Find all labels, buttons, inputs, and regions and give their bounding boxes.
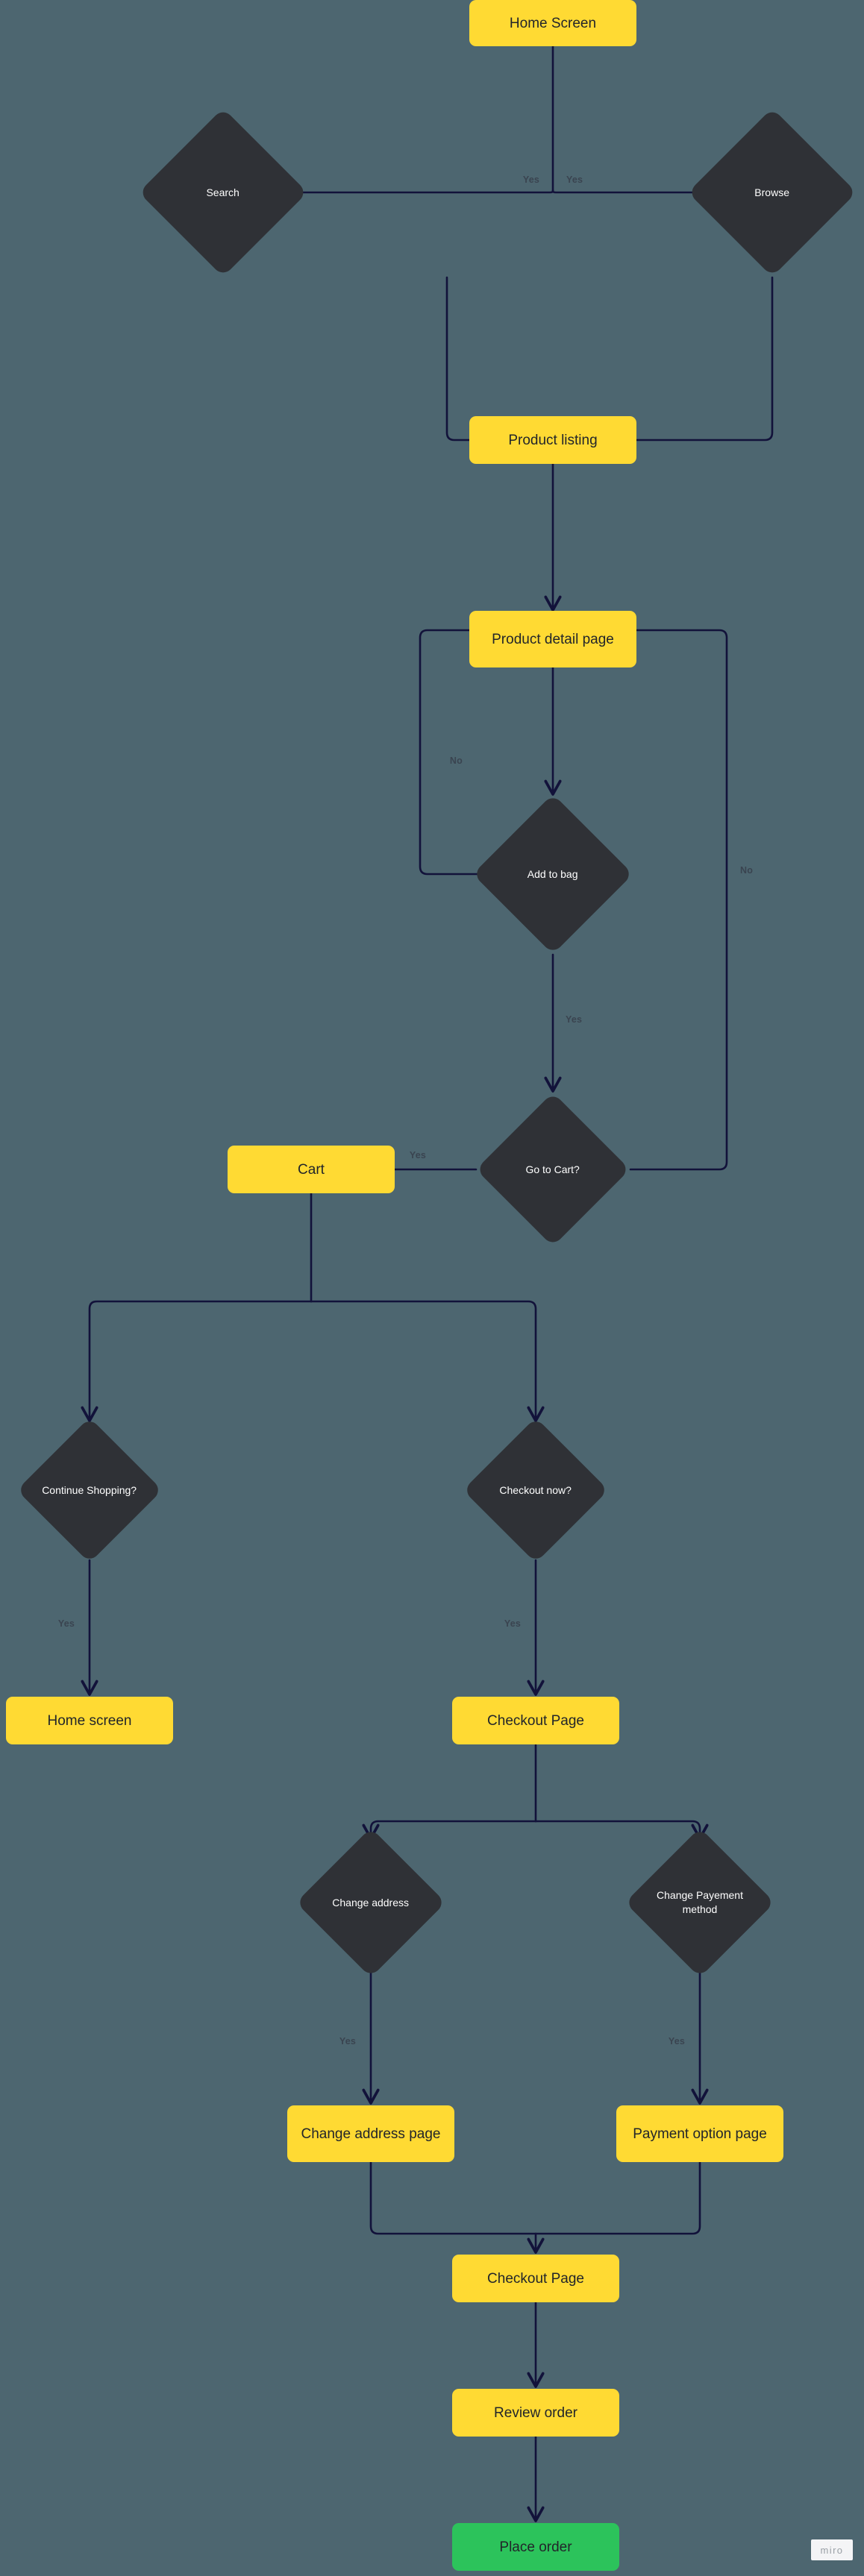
- node-change-address[interactable]: Change address: [295, 1827, 446, 1978]
- node-go-to-cart[interactable]: Go to Cart?: [475, 1092, 630, 1247]
- node-label: Review order: [494, 2404, 577, 2421]
- node-label: Go to Cart?: [525, 1163, 580, 1175]
- node-review-order[interactable]: Review order: [452, 2389, 619, 2437]
- miro-watermark: miro: [811, 2539, 853, 2560]
- node-label: Payment option page: [633, 2126, 767, 2142]
- node-product-detail-page[interactable]: Product detail page: [469, 611, 636, 667]
- node-label: Checkout Page: [487, 2270, 584, 2287]
- node-label: Continue Shopping?: [42, 1483, 137, 1496]
- edge-label-go-to-cart-yes: Yes: [409, 1150, 427, 1160]
- node-payment-option-page[interactable]: Payment option page: [616, 2105, 783, 2162]
- node-change-payment-method[interactable]: Change Payement method: [624, 1827, 775, 1978]
- node-label: Change address: [332, 1896, 410, 1909]
- node-label: Cart: [298, 1161, 325, 1178]
- node-checkout-now[interactable]: Checkout now?: [463, 1417, 609, 1563]
- node-label: Home Screen: [509, 15, 597, 31]
- node-place-order[interactable]: Place order: [452, 2523, 619, 2571]
- node-home-screen[interactable]: Home Screen: [469, 0, 636, 46]
- node-label: Browse: [754, 186, 790, 198]
- edge-label-home-to-search: Yes: [522, 175, 539, 185]
- node-label: Product detail page: [492, 631, 614, 647]
- node-label: Checkout now?: [499, 1483, 572, 1496]
- miro-watermark-label: miro: [820, 2544, 844, 2556]
- node-cart[interactable]: Cart: [228, 1146, 395, 1193]
- node-checkout-page[interactable]: Checkout Page: [452, 1697, 619, 1744]
- node-label: Home screen: [47, 1712, 132, 1729]
- node-browse[interactable]: Browse: [687, 107, 857, 277]
- node-label: Search: [206, 186, 240, 198]
- edge-label-checkout-now-yes: Yes: [504, 1618, 521, 1629]
- node-add-to-bag[interactable]: Add to bag: [472, 794, 633, 955]
- node-label: Product listing: [508, 432, 598, 448]
- edge-label-add-to-bag-yes: Yes: [566, 1014, 583, 1025]
- edge-label-go-to-cart-no: No: [740, 865, 754, 876]
- node-label: Add to bag: [528, 867, 578, 880]
- node-checkout-page-2[interactable]: Checkout Page: [452, 2255, 619, 2302]
- node-label: Place order: [499, 2539, 572, 2555]
- edge-label-change-payment-yes: Yes: [668, 2036, 685, 2046]
- node-search[interactable]: Search: [138, 107, 308, 277]
- edge-label-continue-shopping-yes: Yes: [57, 1618, 75, 1629]
- node-home-screen-2[interactable]: Home screen: [6, 1697, 173, 1744]
- node-label: Change Payement method: [657, 1889, 743, 1915]
- edge-label-home-to-browse: Yes: [566, 175, 583, 185]
- node-product-listing[interactable]: Product listing: [469, 416, 636, 464]
- edge-label-add-to-bag-no: No: [449, 755, 463, 766]
- node-change-address-page[interactable]: Change address page: [287, 2105, 454, 2162]
- node-label: Checkout Page: [487, 1712, 584, 1729]
- node-continue-shopping[interactable]: Continue Shopping?: [16, 1417, 163, 1563]
- node-label: Change address page: [301, 2126, 441, 2142]
- edge-label-change-address-yes: Yes: [339, 2036, 356, 2046]
